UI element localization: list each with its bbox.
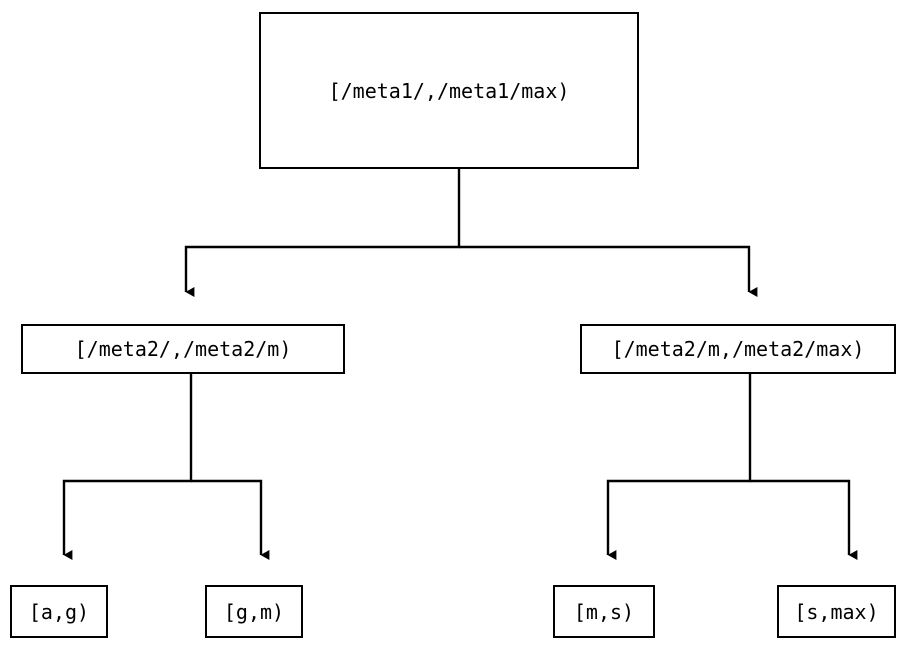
edge-midleft-ag: [62, 374, 193, 560]
tree-node-label: [g,m): [223, 599, 285, 624]
tree-node-label: [m,s): [573, 599, 635, 624]
edge-root-mid-left: [184, 169, 461, 297]
tree-node-leaf-gm[interactable]: [g,m): [205, 585, 303, 638]
edge-midright-ms: [606, 374, 752, 560]
tree-node-leaf-smax[interactable]: [s,max): [777, 585, 896, 638]
tree-node-label: [/meta1/,/meta1/max): [328, 78, 570, 103]
tree-node-label: [/meta2/m,/meta2/max): [611, 337, 865, 361]
tree-node-mid-right[interactable]: [/meta2/m,/meta2/max): [580, 324, 896, 374]
tree-node-mid-left[interactable]: [/meta2/,/meta2/m): [21, 324, 345, 374]
edge-midright-smax: [750, 479, 858, 560]
tree-node-root[interactable]: [/meta1/,/meta1/max): [259, 12, 639, 169]
tree-node-label: [s,max): [794, 599, 879, 624]
tree-node-label: [/meta2/,/meta2/m): [74, 337, 292, 361]
tree-node-label: [a,g): [28, 599, 90, 624]
tree-node-leaf-ag[interactable]: [a,g): [10, 585, 108, 638]
edge-midleft-gm: [191, 479, 270, 560]
edge-root-mid-right: [459, 245, 758, 297]
tree-node-leaf-ms[interactable]: [m,s): [553, 585, 655, 638]
